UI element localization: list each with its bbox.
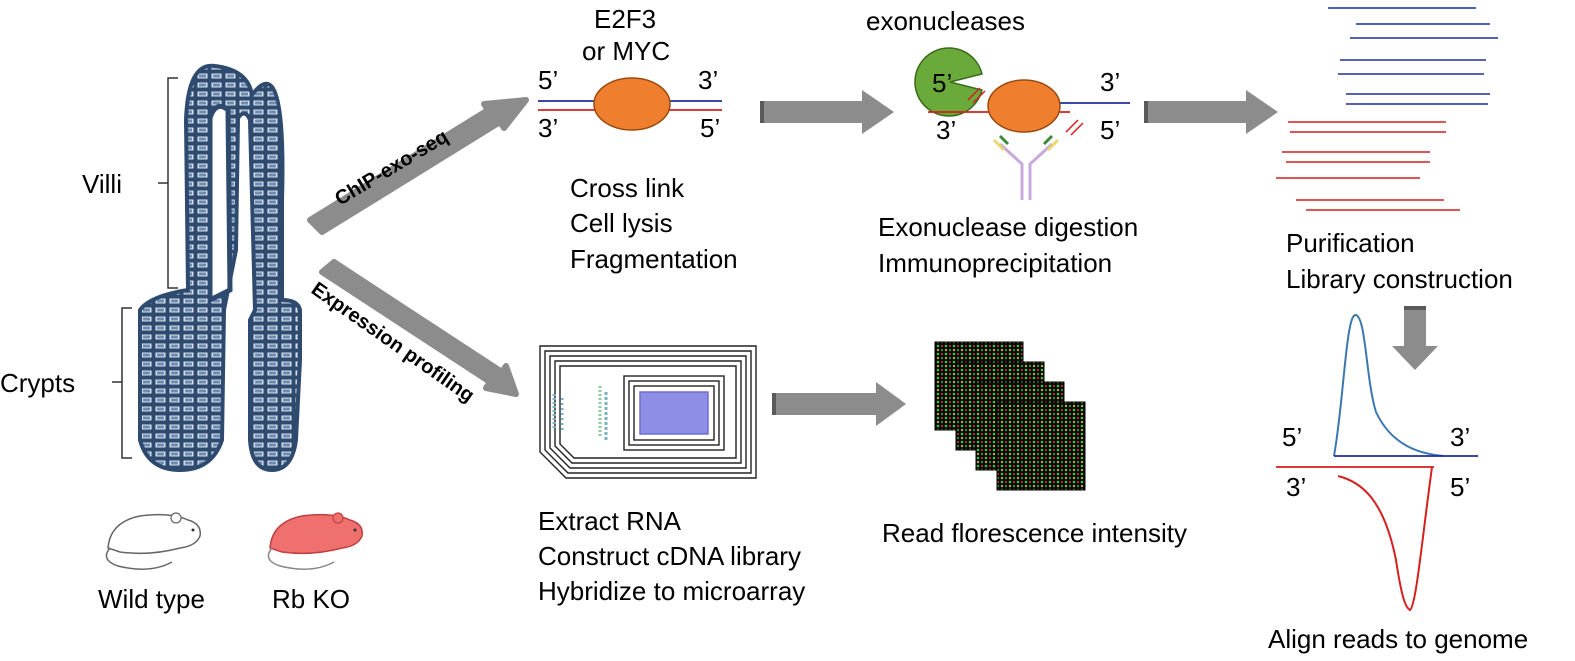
chip-step2-line2: Immunoprecipitation xyxy=(878,248,1112,278)
strand-top-left-label: 5’ xyxy=(538,65,558,95)
exonuclease-5-label: 5’ xyxy=(932,68,952,98)
align-top-right-label: 3’ xyxy=(1450,422,1470,452)
forward-read-peak xyxy=(1333,313,1445,457)
align-top-left-label: 5’ xyxy=(1282,422,1302,452)
align-bottom-left-label: 3’ xyxy=(1286,472,1306,502)
chip-step2-line1: Exonuclease digestion xyxy=(878,212,1138,242)
exonuclease-pacman-icon xyxy=(914,47,983,117)
expression-branch-arrow xyxy=(319,259,519,397)
strand-top-right-label: 3’ xyxy=(698,65,718,95)
expr-step1-line2: Construct cDNA library xyxy=(538,541,801,571)
chip-branch-arrow xyxy=(307,97,529,235)
crypts-label: Crypts xyxy=(0,368,75,398)
expr-step1-line1: Extract RNA xyxy=(538,506,682,536)
chip-step1-line1: Cross link xyxy=(570,173,685,203)
digest-bottom-right-label: 5’ xyxy=(1100,115,1120,145)
digest-bottom-left-label: 3’ xyxy=(936,115,956,145)
wild-type-mouse-icon xyxy=(105,512,201,570)
chip-step1-line3: Fragmentation xyxy=(570,244,738,274)
chip-step3-line1: Purification xyxy=(1286,228,1415,258)
rb-ko-mouse-icon xyxy=(267,512,363,570)
protein-blob xyxy=(593,77,671,131)
chip-exo-seq-label: ChIP-exo-seq xyxy=(331,126,452,211)
intestine-villus-crypt-illustration xyxy=(138,63,302,473)
digest-top-right-label: 3’ xyxy=(1100,67,1120,97)
exonucleases-label: exonucleases xyxy=(866,6,1025,36)
protein-label-line1: E2F3 xyxy=(594,4,656,34)
strand-bottom-left-label: 3’ xyxy=(538,113,558,143)
align-reads-caption: Align reads to genome xyxy=(1268,624,1528,654)
chip-arrow-1 xyxy=(760,90,894,134)
strand-bottom-right-label: 5’ xyxy=(700,113,720,143)
chip-arrow-down xyxy=(1392,306,1438,370)
chip-arrow-2 xyxy=(1144,90,1278,134)
villi-label: Villi xyxy=(82,169,122,199)
microarray-scan-images xyxy=(934,341,1086,491)
reverse-read-peak xyxy=(1337,466,1433,612)
bound-protein-blob xyxy=(987,79,1061,133)
crypts-bracket xyxy=(112,307,132,459)
sequencing-reads xyxy=(1276,7,1498,211)
protein-label-line2: or MYC xyxy=(582,36,670,66)
chip-step3-line2: Library construction xyxy=(1286,264,1513,294)
antibody-icon xyxy=(992,134,1060,200)
expr-step1-line3: Hybridize to microarray xyxy=(538,576,805,606)
digest-cut-marks xyxy=(967,87,1084,136)
align-bottom-right-label: 5’ xyxy=(1450,472,1470,502)
wild-type-label: Wild type xyxy=(98,584,205,614)
rb-ko-label: Rb KO xyxy=(272,584,350,614)
chip-step1-line2: Cell lysis xyxy=(570,208,673,238)
villi-bracket xyxy=(158,77,178,289)
microarray-slide-icon xyxy=(539,345,757,479)
expr-step2-caption: Read florescence intensity xyxy=(882,518,1187,548)
expression-arrow xyxy=(772,382,906,426)
